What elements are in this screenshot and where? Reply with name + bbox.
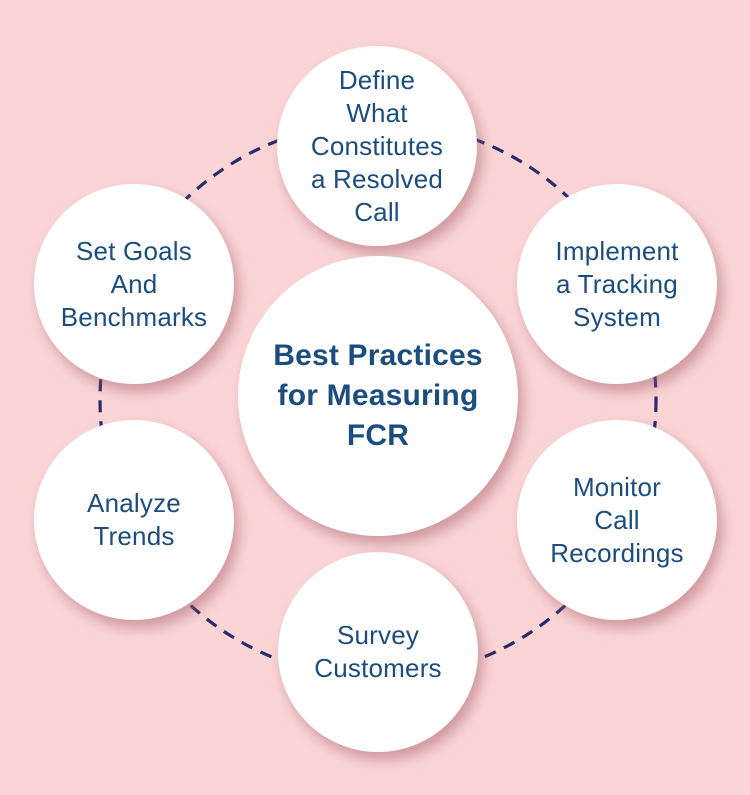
node-set-goals-benchmarks: Set Goals And Benchmarks xyxy=(34,184,234,384)
node-analyze-trends: Analyze Trends xyxy=(34,420,234,620)
node-monitor-call-recordings: Monitor Call Recordings xyxy=(517,420,717,620)
node-implement-tracking-system: Implement a Tracking System xyxy=(517,184,717,384)
node-label: Monitor Call Recordings xyxy=(550,471,684,568)
node-label: Define What Constitutes a Resolved Call xyxy=(310,64,444,227)
node-label: Set Goals And Benchmarks xyxy=(60,235,208,332)
node-survey-customers: Survey Customers xyxy=(278,552,478,752)
diagram-title: Best Practices for Measuring FCR xyxy=(273,339,483,452)
node-label: Implement a Tracking System xyxy=(555,235,679,332)
node-center-title: Best Practices for Measuring FCR xyxy=(238,256,518,536)
node-label: Analyze Trends xyxy=(87,488,181,551)
node-define-resolved-call: Define What Constitutes a Resolved Call xyxy=(277,46,477,246)
node-label: Survey Customers xyxy=(314,620,442,683)
